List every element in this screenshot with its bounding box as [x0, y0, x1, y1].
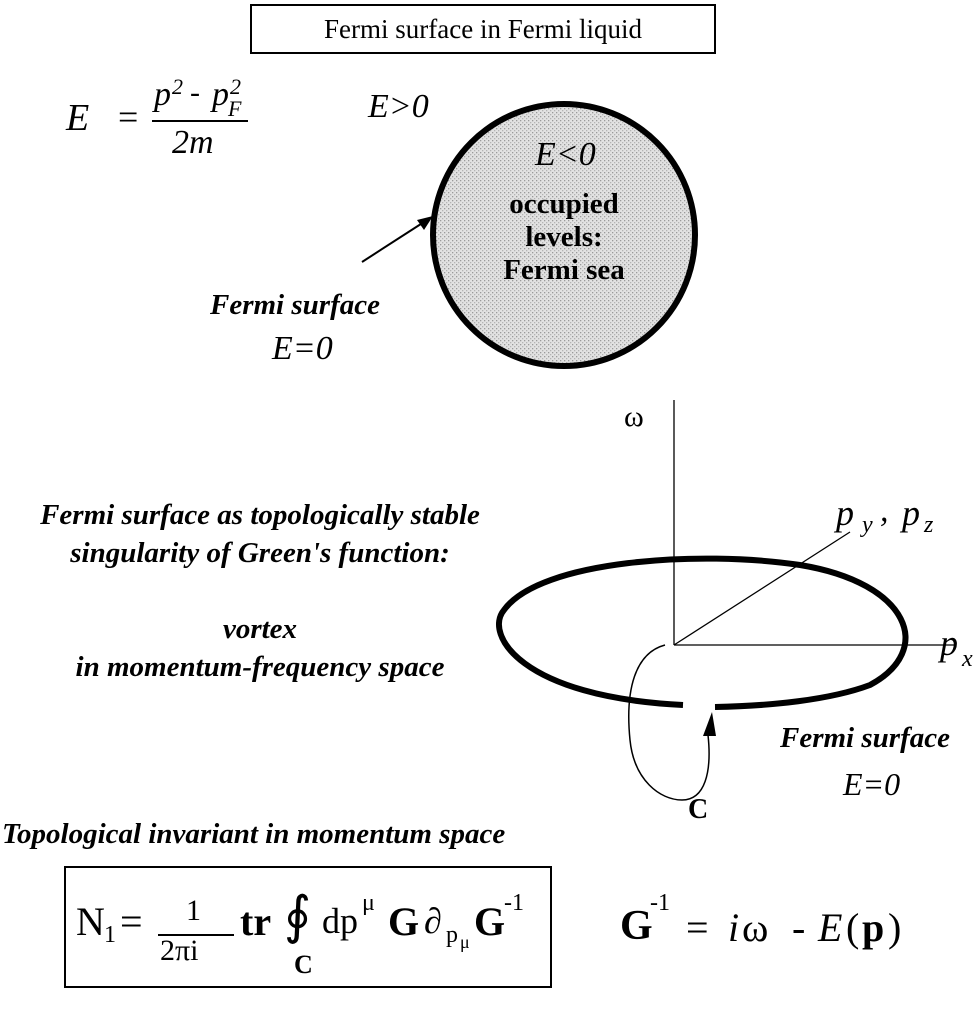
invariant-heading: Topological invariant in momentum space — [2, 818, 506, 850]
fermi-sea-line-2: levels: — [525, 221, 603, 253]
ring-fermi-surface-label: Fermi surface — [780, 722, 950, 754]
fermi-surface-arrow — [361, 216, 433, 263]
formula-equals: = — [120, 899, 143, 944]
dispersion-denominator: 2m — [172, 124, 214, 161]
green-lparen: ( — [846, 905, 860, 950]
fermi-sea-line-3: Fermi sea — [503, 254, 625, 286]
formula-N-sub: 1 — [104, 922, 116, 948]
formula-frac-num: 1 — [186, 894, 201, 927]
formula-inverse-exp: -1 — [504, 890, 524, 916]
topology-line-2: singularity of Green's function: — [70, 537, 450, 569]
green-i: i — [728, 905, 740, 950]
ring-energy-label: E=0 — [843, 766, 901, 802]
dispersion-equals: = — [118, 97, 139, 137]
py-sub-label: y — [862, 512, 873, 538]
px-sub-label: x — [962, 646, 973, 672]
invariant-formula-box — [64, 866, 552, 988]
px-label: p — [940, 623, 958, 663]
green-E: E — [818, 905, 843, 950]
dispersion-num-pf-sup: 2 — [230, 74, 241, 99]
title: Fermi surface in Fermi liquid — [324, 13, 642, 44]
topology-description: Fermi surface as topologically stable si… — [0, 496, 520, 686]
green-omega: ω — [742, 905, 769, 950]
formula-G: G — [388, 899, 420, 944]
formula-contour-integral: ∮ — [284, 888, 312, 945]
dispersion-num-p: p — [154, 76, 171, 113]
green-equals: = — [686, 905, 709, 950]
dispersion-num-pf-sub: F — [228, 96, 242, 121]
contour-c-label: C — [688, 794, 709, 825]
formula-partial-sub-mu: μ — [460, 932, 470, 952]
vortex-ring — [496, 555, 909, 710]
topology-line-3: vortex — [222, 613, 298, 645]
formula-trace: tr — [240, 899, 272, 944]
fermi-surface-energy: E=0 — [272, 330, 333, 367]
formula-partial: ∂ — [424, 901, 442, 941]
outside-energy-label: E>0 — [368, 88, 429, 125]
formula-partial-sub-p: p — [446, 922, 458, 948]
fermi-surface-label: Fermi surface — [210, 289, 380, 321]
topology-line-1: Fermi surface as topologically stable — [40, 499, 480, 531]
fermi-sea-label: occupied levels: Fermi sea — [480, 188, 648, 287]
green-inverse-exp: -1 — [650, 890, 670, 916]
py-label: p — [836, 493, 854, 533]
py-pz-comma: , — [880, 492, 889, 529]
formula-dp: dp — [322, 901, 358, 941]
inside-energy-label: E<0 — [535, 136, 596, 173]
formula-contour-c: C — [294, 950, 313, 979]
contour-c-loop — [628, 644, 716, 801]
pz-sub-label: z — [924, 512, 934, 538]
topology-line-4: in momentum-frequency space — [75, 651, 445, 683]
dispersion-num-pf: p — [212, 76, 229, 113]
fermi-sphere — [430, 101, 698, 369]
dispersion-lhs: E — [66, 97, 90, 139]
formula-G-inverse: G — [474, 899, 506, 944]
title-box: Fermi surface in Fermi liquid — [250, 4, 716, 54]
green-rparen: ) — [888, 905, 902, 950]
formula-N: N — [76, 899, 105, 944]
green-minus: - — [792, 905, 806, 950]
dispersion-num-p-sup: 2 — [172, 74, 183, 99]
omega-axis-label: ω — [624, 400, 644, 433]
formula-frac-den: 2πi — [160, 934, 199, 967]
formula-dp-mu: μ — [362, 890, 375, 916]
green-G: G — [620, 903, 653, 949]
dispersion-num-minus: - — [190, 76, 200, 109]
fermi-sea-line-1: occupied — [509, 188, 619, 220]
pz-label: p — [902, 493, 920, 533]
py-pz-axis — [673, 531, 851, 646]
green-p: p — [862, 905, 885, 950]
